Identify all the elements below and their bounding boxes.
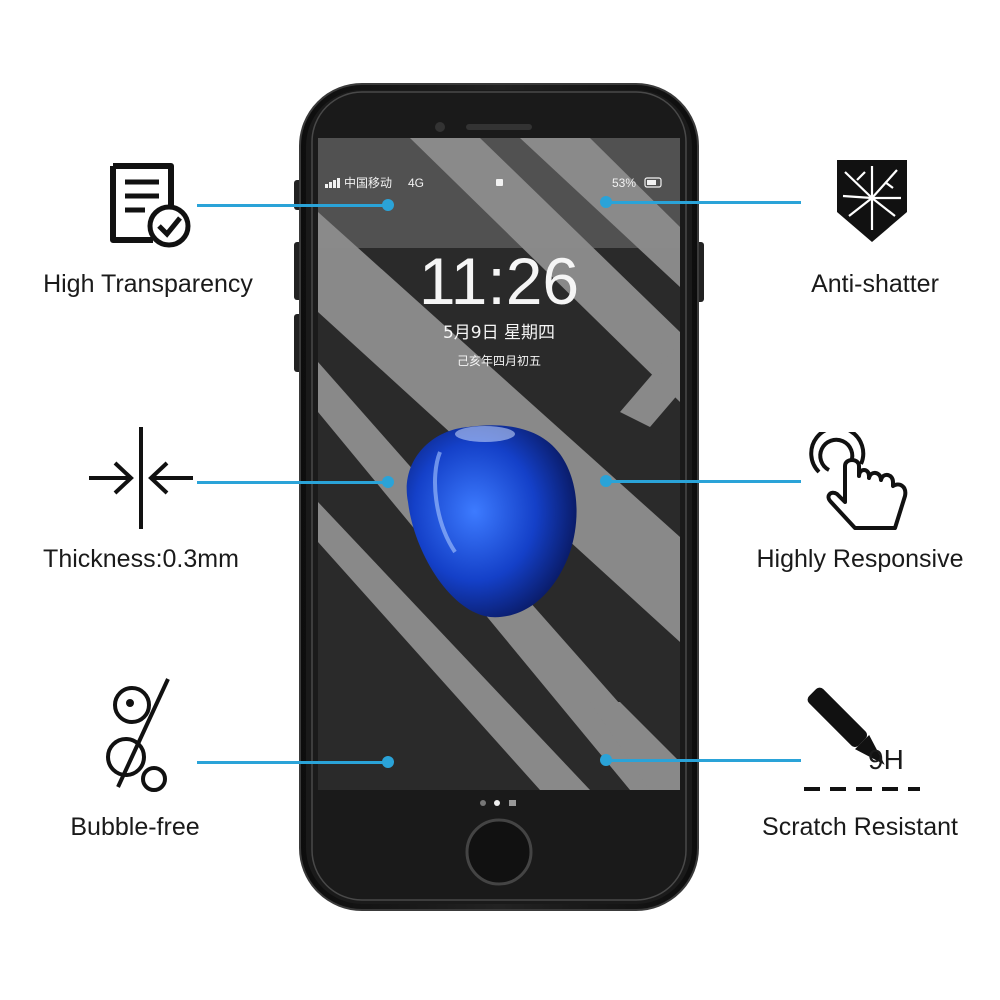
status-bar: 中国移动 4G 53% <box>325 175 662 190</box>
feature-bubble-free: Bubble-free <box>70 813 200 841</box>
callout-line-scratch <box>611 759 801 762</box>
feature-thickness: Thickness:0.3mm <box>43 545 239 573</box>
thickness-arrows-icon <box>89 427 193 529</box>
feature-highly-responsive: Highly Responsive <box>756 545 964 573</box>
front-camera <box>435 122 445 132</box>
scratch-pen-icon <box>804 687 920 791</box>
feature-anti-shatter: Anti-shatter <box>811 270 939 298</box>
callout-line-thickness <box>197 481 389 484</box>
callout-dot-bubble <box>382 756 394 768</box>
hardness-label: 9H <box>868 744 904 775</box>
callout-dot-thickness <box>382 476 394 488</box>
callout-line-anti-shatter <box>611 201 801 204</box>
document-check-icon <box>110 163 191 248</box>
callout-line-transparency <box>197 204 389 207</box>
callout-line-bubble <box>197 761 389 764</box>
touch-hand-icon <box>809 432 908 530</box>
earpiece <box>466 124 532 130</box>
lock-screen-time: 11:26 <box>419 244 579 318</box>
shatter-shield-icon <box>837 160 907 242</box>
battery-percent: 53% <box>612 176 636 190</box>
home-button[interactable] <box>465 818 533 886</box>
callout-dot-scratch <box>600 754 612 766</box>
bubble-icon <box>106 678 170 792</box>
callout-dot-responsive <box>600 475 612 487</box>
callout-line-responsive <box>611 480 801 483</box>
callout-dot-anti-shatter <box>600 196 612 208</box>
callout-dot-transparency <box>382 199 394 211</box>
feature-high-transparency: High Transparency <box>43 270 253 298</box>
carrier-label: 中国移动 <box>344 175 392 190</box>
lock-screen-date: 5月9日 星期四 <box>443 323 555 343</box>
wallpaper-drop <box>406 425 577 618</box>
lock-icon <box>496 179 503 186</box>
phone-with-screen-protector: 中国移动 4G 53% 11:26 5月9日 星期四 己亥年四月初五 <box>294 83 704 911</box>
feature-scratch-resistant: Scratch Resistant <box>762 813 958 841</box>
battery-icon <box>644 177 662 188</box>
lock-screen-lunar-date: 己亥年四月初五 <box>457 354 541 368</box>
network-label: 4G <box>408 176 424 190</box>
